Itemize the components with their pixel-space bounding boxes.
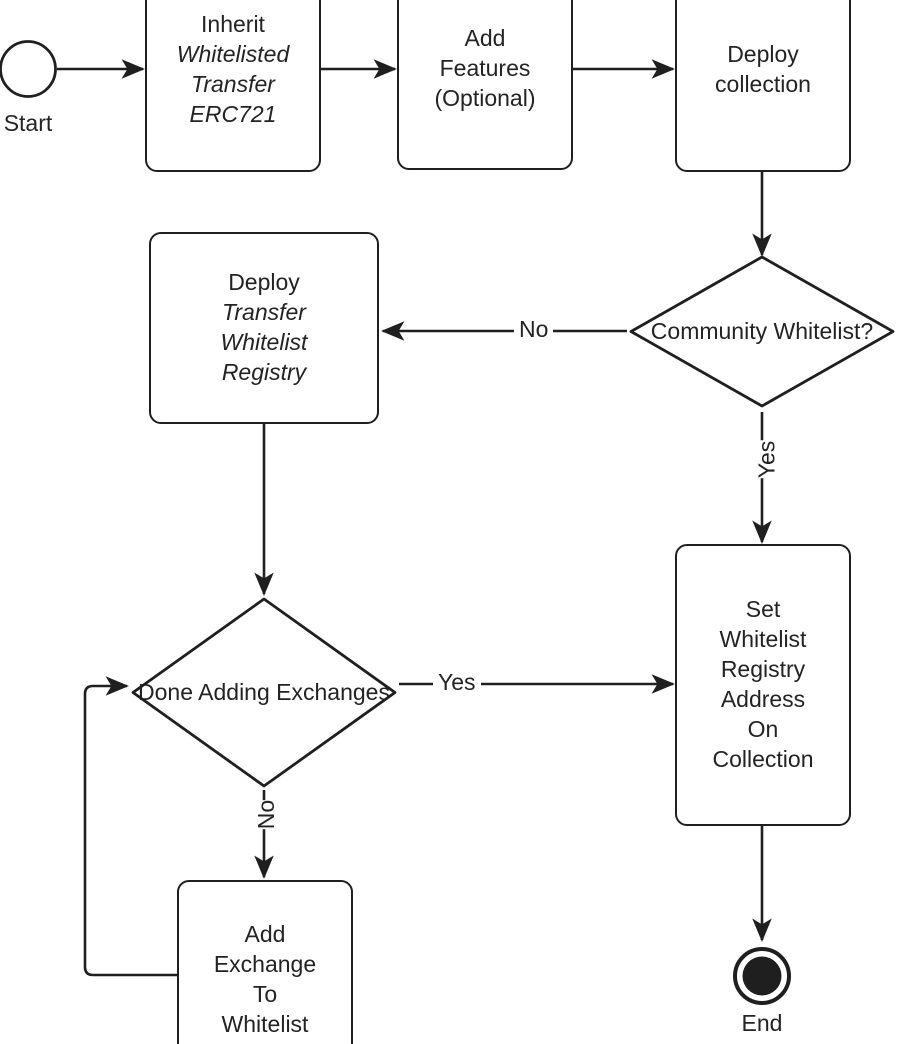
edge-label-done-adding-yes: Yes [433,671,481,694]
node-done-adding-exchanges-decision[interactable]: Done Adding Exchanges [130,596,398,789]
node-add-exchange-line-0: Add [244,921,286,948]
community-whitelist-line-1: Whitelist? [773,317,874,344]
community-whitelist-line-0: Community [650,317,768,344]
node-set-registry-address-line-3: Address [720,686,806,712]
node-deploy-collection-line-0: Deploy [727,41,799,68]
node-inherit-line-2: Transfer [191,71,275,97]
node-set-registry-address-line-4: On [747,715,779,742]
done-adding-line-1: Adding [198,678,270,705]
node-add-exchange-line-2: To [252,981,278,1007]
done-adding-exchanges-diamond-shape [131,597,397,788]
node-inherit-line-3: ERC721 [189,100,277,127]
node-set-registry-address-line-5: Collection [712,745,814,772]
start-node-circle [0,40,57,98]
node-add-features-text: Add Features (Optional) [435,24,536,114]
node-set-registry-address-line-2: Registry [720,656,806,683]
node-set-registry-address-line-1: Whitelist [719,626,807,653]
start-node-label: Start [3,110,53,136]
node-deploy-registry-text: Deploy Transfer Whitelist Registry [221,268,308,388]
node-inherit-line-0: Inherit [201,11,265,38]
node-add-features-line-1: Features [439,55,531,82]
node-add-exchange-line-3: Whitelist [221,1010,309,1037]
edge-label-done-adding-no: No [250,799,284,830]
node-deploy-collection-line-1: collection [715,71,811,97]
node-deploy-transfer-whitelist-registry[interactable]: Deploy Transfer Whitelist Registry [149,232,379,424]
node-inherit-text: Inherit Whitelisted Transfer ERC721 [177,10,289,130]
node-set-registry-address-line-0: Set [745,596,781,623]
node-add-exchange-to-whitelist[interactable]: Add Exchange To Whitelist [177,880,353,1044]
node-deploy-collection-text: Deploy collection [715,40,811,100]
node-add-features-line-2: (Optional) [434,84,536,111]
end-node-inner-dot [742,956,782,996]
node-add-exchange-line-1: Exchange [213,951,317,978]
node-inherit-whitelisted-transfer-erc721[interactable]: Inherit Whitelisted Transfer ERC721 [145,0,321,172]
node-add-exchange-text: Add Exchange To Whitelist [214,920,316,1040]
edge-label-community-whitelist-yes: Yes [750,440,784,479]
node-deploy-collection[interactable]: Deploy collection [675,0,851,172]
community-whitelist-diamond-shape [629,255,895,408]
node-community-whitelist-decision[interactable]: Community Whitelist? [628,254,896,409]
done-adding-exchanges-label: Done Adding Exchanges [130,596,398,789]
node-deploy-registry-line-3: Registry [221,358,307,385]
node-deploy-registry-line-0: Deploy [228,269,300,296]
node-inherit-line-1: Whitelisted [176,41,290,68]
node-deploy-registry-line-2: Whitelist [220,329,308,355]
edge-label-community-whitelist-no: No [514,318,554,341]
end-node-label: End [741,1010,783,1036]
done-adding-line-2: Exchanges [276,678,390,705]
done-adding-line-0: Done [138,678,194,705]
community-whitelist-label: Community Whitelist? [628,254,896,409]
node-deploy-registry-line-1: Transfer [222,299,306,326]
node-set-registry-address-text: Set Whitelist Registry Address On Collec… [713,595,814,774]
node-set-whitelist-registry-address-on-collection[interactable]: Set Whitelist Registry Address On Collec… [675,544,851,826]
node-add-features-line-0: Add [464,25,506,52]
end-node-outer-ring [733,947,791,1005]
node-add-features-optional[interactable]: Add Features (Optional) [397,0,573,170]
